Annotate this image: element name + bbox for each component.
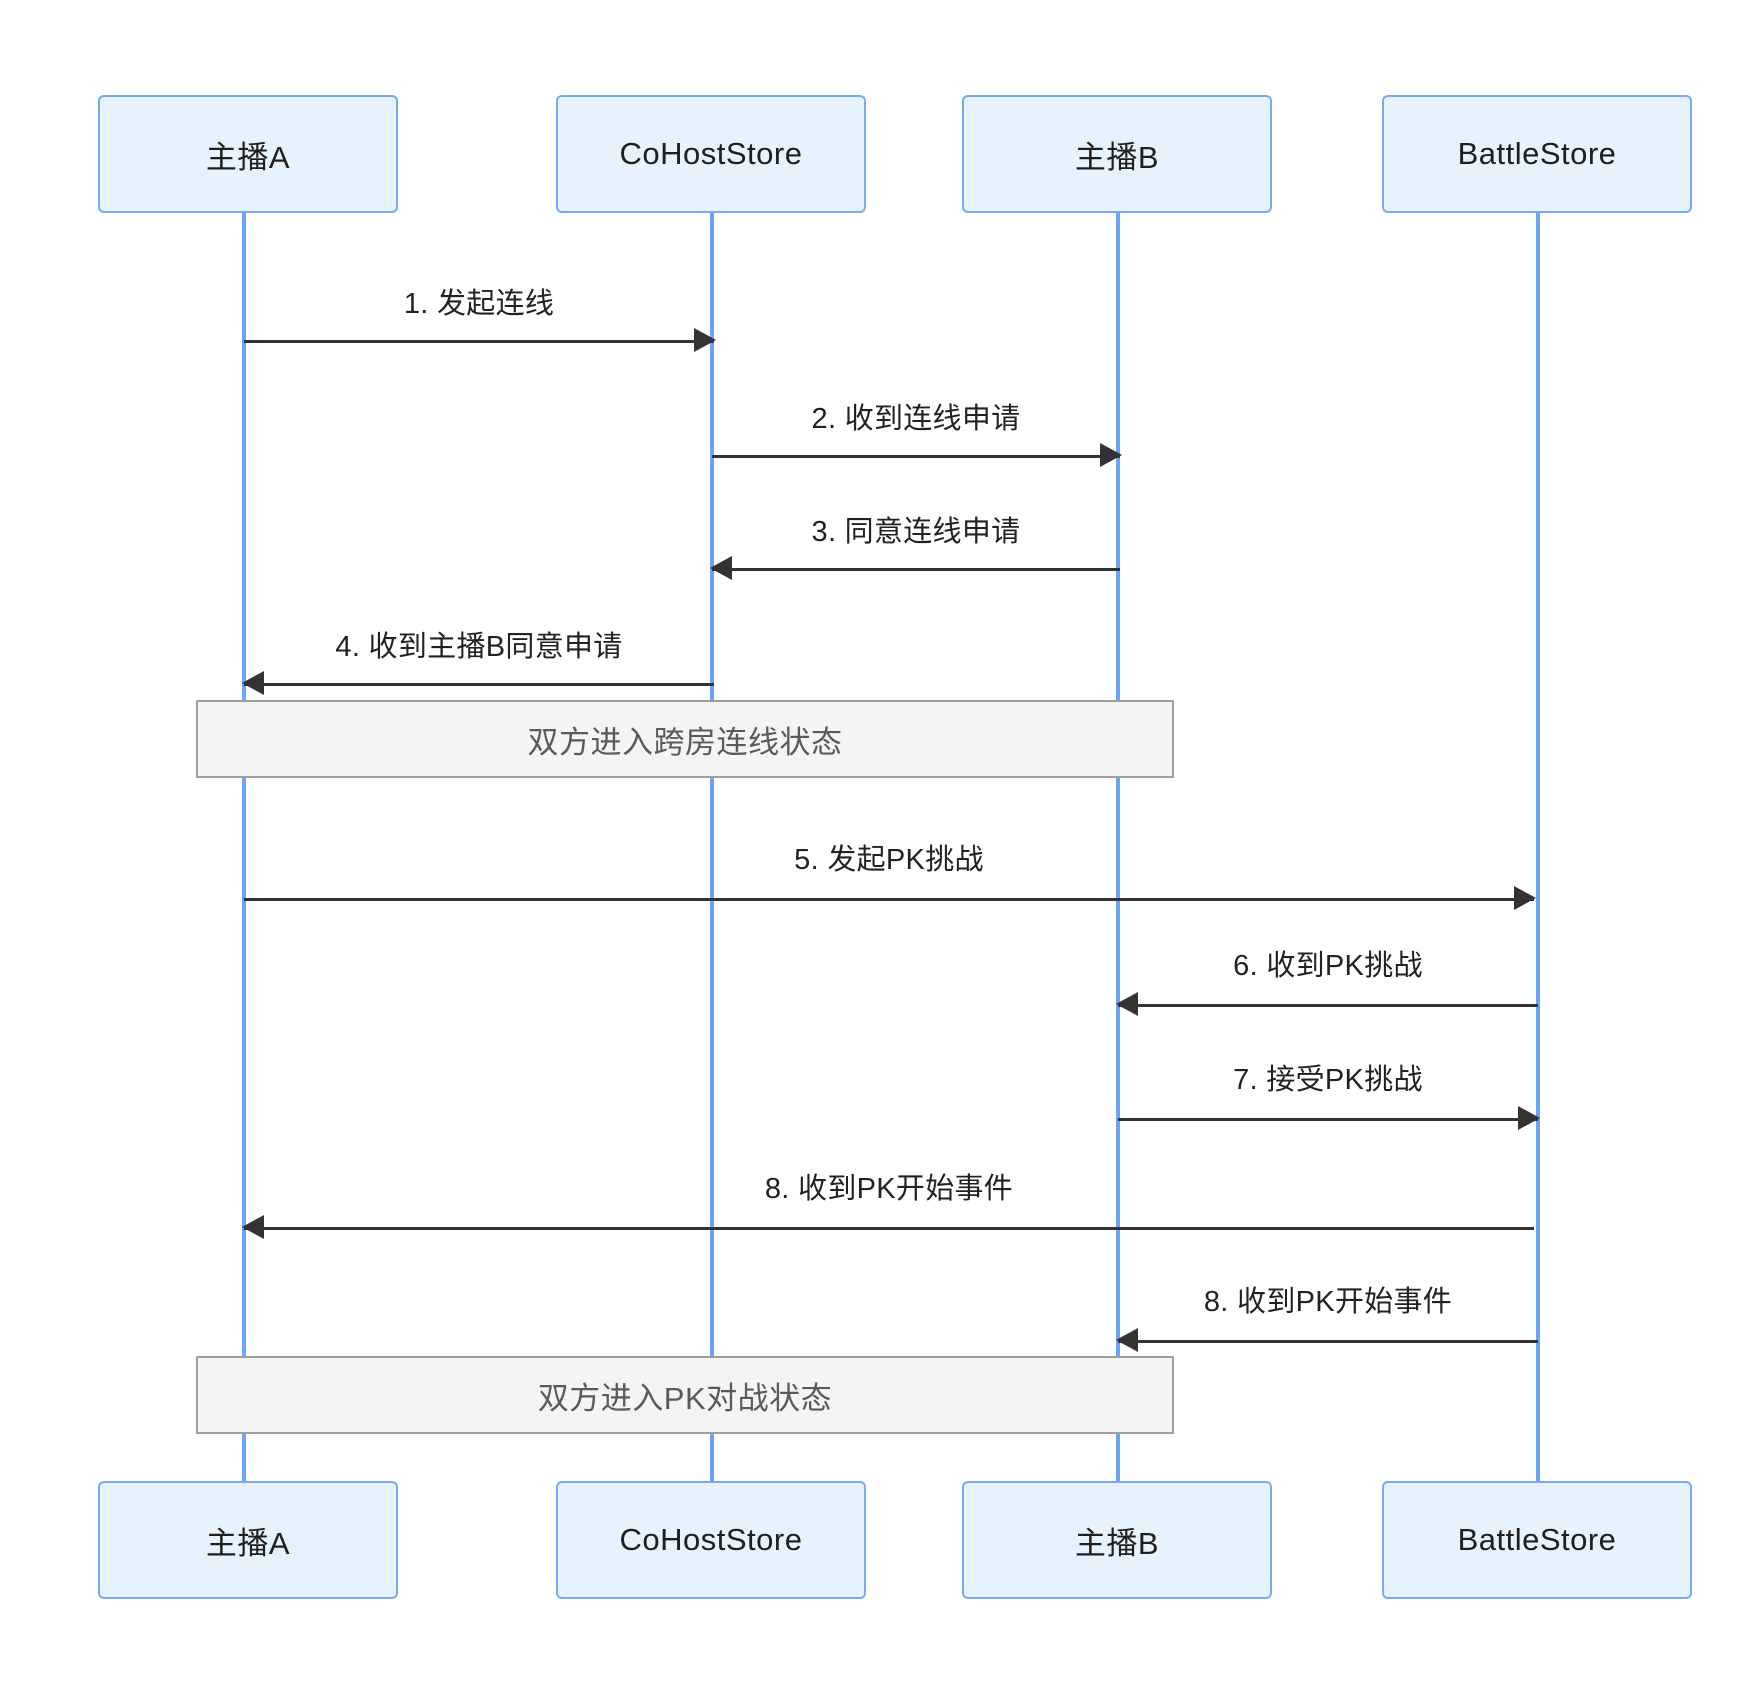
message-line (244, 898, 1534, 901)
message-label: 2. 收到连线申请 (811, 403, 1021, 435)
message-line (712, 568, 1120, 571)
message-label: 5. 发起PK挑战 (794, 844, 984, 876)
actor-box-top-hostA[interactable]: 主播A (98, 95, 398, 213)
message-label: 6. 收到PK挑战 (1233, 950, 1423, 982)
message-line (1118, 1118, 1538, 1121)
actor-label: 主播A (205, 139, 291, 175)
message-line (244, 340, 714, 343)
note-band-pk-state: 双方进入PK对战状态 (196, 1356, 1174, 1434)
arrowhead-right-icon (694, 328, 716, 352)
lifeline-cohoststore (710, 213, 714, 1481)
message-line (244, 683, 714, 686)
actor-label: 主播B (1074, 1525, 1160, 1561)
lifeline-battlestore (1536, 213, 1540, 1481)
actor-box-bottom-hostA[interactable]: 主播A (98, 1481, 398, 1599)
actor-label: CoHostStore (619, 1522, 803, 1557)
actor-label: 主播A (205, 1525, 291, 1561)
message-label: 8. 收到PK开始事件 (764, 1173, 1014, 1205)
actor-box-bottom-cohoststore[interactable]: CoHostStore (556, 1481, 866, 1599)
message-label: 4. 收到主播B同意申请 (335, 631, 623, 663)
message-label: 1. 发起连线 (403, 288, 555, 320)
actor-box-top-battlestore[interactable]: BattleStore (1382, 95, 1692, 213)
actor-label: BattleStore (1457, 1522, 1617, 1557)
message-label: 7. 接受PK挑战 (1233, 1064, 1423, 1096)
arrowhead-left-icon (1116, 1328, 1138, 1352)
arrowhead-right-icon (1100, 443, 1122, 467)
actor-box-bottom-battlestore[interactable]: BattleStore (1382, 1481, 1692, 1599)
arrowhead-left-icon (242, 1215, 264, 1239)
actor-box-bottom-hostB[interactable]: 主播B (962, 1481, 1272, 1599)
actor-box-top-hostB[interactable]: 主播B (962, 95, 1272, 213)
arrowhead-left-icon (710, 556, 732, 580)
message-label: 8. 收到PK开始事件 (1203, 1286, 1453, 1318)
arrowhead-left-icon (242, 671, 264, 695)
actor-label: CoHostStore (619, 136, 803, 171)
message-line (1118, 1004, 1538, 1007)
lifeline-hostA (242, 213, 246, 1481)
actor-box-top-cohoststore[interactable]: CoHostStore (556, 95, 866, 213)
arrowhead-right-icon (1518, 1106, 1540, 1130)
message-line (712, 455, 1120, 458)
message-line (1118, 1340, 1538, 1343)
actor-label: BattleStore (1457, 136, 1617, 171)
message-label: 3. 同意连线申请 (811, 516, 1021, 548)
arrowhead-right-icon (1514, 886, 1536, 910)
note-label: 双方进入跨房连线状态 (527, 724, 843, 760)
note-label: 双方进入PK对战状态 (537, 1380, 833, 1416)
arrowhead-left-icon (1116, 992, 1138, 1016)
message-line (244, 1227, 1534, 1230)
note-band-cohost-state: 双方进入跨房连线状态 (196, 700, 1174, 778)
actor-label: 主播B (1074, 139, 1160, 175)
lifeline-hostB (1116, 213, 1120, 1481)
